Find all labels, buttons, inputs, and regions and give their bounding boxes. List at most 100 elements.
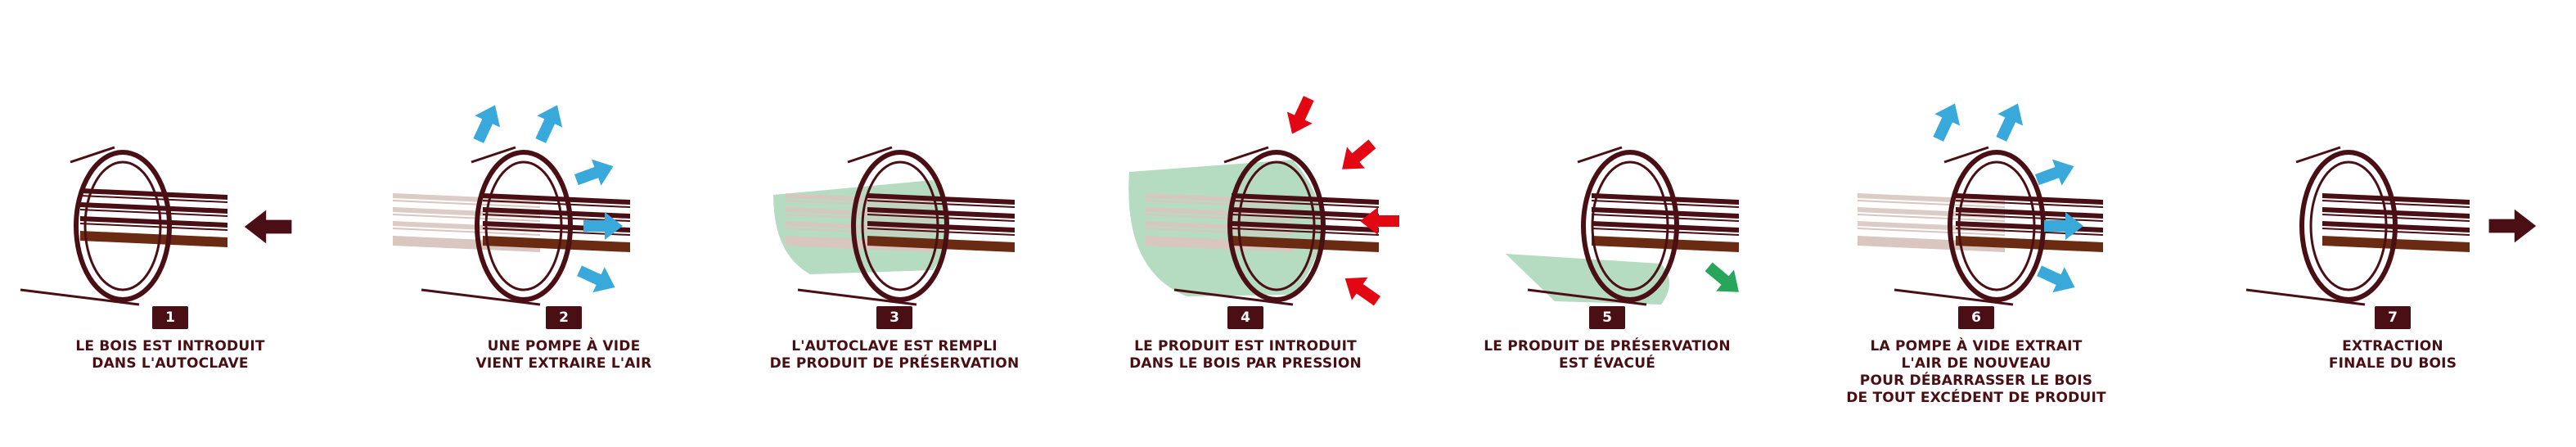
wood-plank-edge xyxy=(785,200,934,208)
step-2-line-2: VIENT EXTRAIRE L'AIR xyxy=(475,355,652,372)
step-label-6: LA POMPE À VIDE EXTRAIT L'AIR DE NOUVEAU… xyxy=(1821,338,2132,407)
step-5-illustration xyxy=(1506,146,1740,306)
step-1-line-1: LE BOIS EST INTRODUIT xyxy=(75,338,265,354)
wood-plank-edge xyxy=(1231,200,1380,208)
wood-stack-1 xyxy=(79,188,228,247)
step-7-line-1: EXTRACTION xyxy=(2342,338,2443,354)
pressure-arrow-4b-shape xyxy=(1342,139,1376,169)
autoclave-rim-inner xyxy=(484,160,563,291)
vacuum-arrow-2d xyxy=(583,212,623,240)
insert-arrow-1-shape xyxy=(244,210,292,244)
vacuum-arrow-2c xyxy=(574,159,614,186)
wood-plank-edge xyxy=(392,200,541,208)
vacuum-arrow-6d-shape xyxy=(2044,212,2083,240)
wood-base xyxy=(1146,236,1293,252)
pressure-arrow-4d-shape xyxy=(1344,277,1381,306)
step-2-line-1: UNE POMPE À VIDE xyxy=(487,338,641,354)
wood-plank-edge xyxy=(79,195,228,203)
vacuum-arrow-6a xyxy=(1933,103,1961,142)
vacuum-arrow-6e-shape xyxy=(2037,265,2075,293)
wood-plank-edge xyxy=(2322,200,2470,208)
autoclave-rail-bottom xyxy=(1173,288,1294,306)
step-6-illustration xyxy=(1857,103,2104,306)
vacuum-arrow-2d-shape xyxy=(583,212,623,240)
step-number-1: 1 xyxy=(152,306,188,329)
step-4-line-1: LE PRODUIT EST INTRODUIT xyxy=(1134,338,1357,354)
wood-plank xyxy=(1956,193,2103,205)
wood-plank-edge xyxy=(785,228,934,236)
wood-plank-edge xyxy=(1955,228,2104,236)
step-5-line-2: EST ÉVACUÉ xyxy=(1558,355,1656,372)
wood-plank xyxy=(867,207,1015,219)
wood-plank xyxy=(867,221,1015,233)
step-4-line-2: DANS LE BOIS PAR PRESSION xyxy=(1129,355,1362,372)
step-5-line-1: LE PRODUIT DE PRÉSERVATION xyxy=(1484,338,1731,354)
wood-plank-edge xyxy=(1955,214,2104,222)
wood-plank-edge xyxy=(1145,228,1294,236)
step-7-illustration xyxy=(2245,146,2537,306)
wood-plank xyxy=(1592,221,1739,233)
wood-plank-edge xyxy=(1591,228,1740,236)
autoclave-rim-outer xyxy=(1948,150,2046,302)
step-label-1: LE BOIS EST INTRODUIT DANS L'AUTOCLAVE xyxy=(15,338,326,372)
insert-arrow-1 xyxy=(244,210,292,244)
pressure-arrow-4a xyxy=(1286,96,1314,134)
autoclave-rim-inner xyxy=(1237,160,1316,291)
autoclave-rim-inner xyxy=(1957,160,2036,291)
autoclave-rail-top xyxy=(1223,146,1269,164)
autoclave-rail-top xyxy=(847,146,893,164)
autoclave-rail-bottom xyxy=(2245,288,2366,306)
step-number-2: 2 xyxy=(546,306,582,329)
autoclave-rim-inner xyxy=(1591,160,1669,291)
extract-arrow-7-shape xyxy=(2488,209,2537,243)
pressure-arrow-4a-shape xyxy=(1286,96,1314,134)
vacuum-arrow-6a-shape xyxy=(1933,103,1961,142)
wood-plank xyxy=(1232,193,1379,205)
wood-plank xyxy=(80,188,227,200)
wood-plank-edge xyxy=(1231,228,1380,236)
step-7-line-2: FINALE DU BOIS xyxy=(2328,355,2457,372)
wood-base xyxy=(483,236,630,252)
step-6-line-1: LA POMPE À VIDE EXTRAIT xyxy=(1870,338,2083,354)
step-1-line-2: DANS L'AUTOCLAVE xyxy=(92,355,249,372)
pressure-arrow-4b xyxy=(1342,139,1376,169)
autoclave-rail-bottom xyxy=(797,288,917,306)
wood-plank-edge xyxy=(392,228,541,236)
wood-stack-4 xyxy=(1231,193,1380,252)
wood-plank xyxy=(483,193,630,205)
wood-base xyxy=(393,236,540,252)
wood-plank xyxy=(80,216,227,228)
autoclave-rail-bottom xyxy=(1894,288,2014,306)
wood-plank-edge xyxy=(1857,228,2006,236)
wood-plank-edge xyxy=(785,214,934,222)
step-number-5: 5 xyxy=(1589,306,1625,329)
wood-base xyxy=(1232,236,1379,252)
wood-base xyxy=(1956,236,2103,252)
vacuum-arrow-2b-shape xyxy=(535,105,563,143)
step-4-illustration xyxy=(1128,96,1399,306)
autoclave-rim-outer xyxy=(475,150,573,302)
pressure-arrow-4d xyxy=(1344,277,1381,306)
vacuum-arrow-6c-shape xyxy=(2034,159,2074,186)
autoclave-rail-bottom xyxy=(421,288,541,306)
autoclave-rail-top xyxy=(2295,146,2341,164)
vacuum-arrow-6e xyxy=(2037,265,2075,293)
wood-plank xyxy=(1232,221,1379,233)
pressure-arrow-4c-shape xyxy=(1360,207,1399,235)
vacuum-arrow-2c-shape xyxy=(574,159,614,186)
step-3-illustration xyxy=(773,146,1016,306)
autoclave-rail-bottom xyxy=(1527,288,1647,306)
wood-stack-3 xyxy=(867,193,1016,252)
step-number-4: 4 xyxy=(1227,306,1263,329)
vacuum-arrow-2a xyxy=(473,105,501,143)
step-2-illustration xyxy=(392,105,631,306)
step-label-2: UNE POMPE À VIDE VIENT EXTRAIRE L'AIR xyxy=(408,338,719,372)
wood-base xyxy=(786,236,933,252)
drain-arrow-5-shape xyxy=(1705,262,1739,292)
wood-plank-edge xyxy=(867,228,1016,236)
step-6-line-2: L'AIR DE NOUVEAU xyxy=(1901,355,2051,372)
vacuum-arrow-2e xyxy=(577,265,615,293)
wood-stack-2 xyxy=(482,193,631,252)
